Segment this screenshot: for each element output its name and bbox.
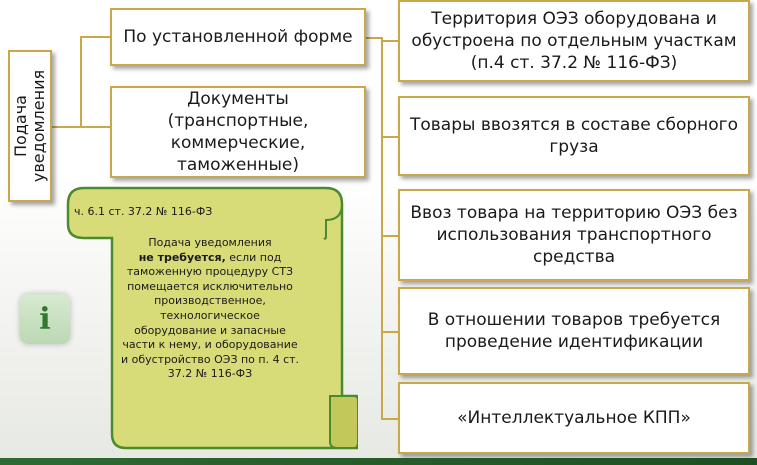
scroll-reference: ч. 6.1 ст. 37.2 № 116-ФЗ <box>74 205 213 218</box>
connector-line <box>381 136 398 138</box>
scroll-text-before: Подача уведомления <box>148 236 272 249</box>
condition-text: Ввоз товара на территорию ОЭЗ без исполь… <box>410 203 738 267</box>
scroll-text: Подача уведомления не требуется, если по… <box>120 236 300 382</box>
documents-box: Документы (транспортные, коммерческие, т… <box>110 86 366 178</box>
connector-line <box>366 37 382 39</box>
condition-box-no-vehicle: Ввоз товара на территорию ОЭЗ без исполь… <box>398 189 750 281</box>
info-icon-glyph: i <box>39 301 51 337</box>
connector-line <box>52 126 110 128</box>
condition-box-territory: Территория ОЭЗ оборудована и обустроена … <box>398 0 750 82</box>
connector-line <box>80 36 82 127</box>
submission-label-box: Подача уведомления <box>8 50 52 202</box>
connector-line <box>381 40 398 42</box>
connector-line <box>381 235 398 237</box>
condition-text: Территория ОЭЗ оборудована и обустроена … <box>411 9 737 73</box>
condition-text: В отношении товаров требуется проведение… <box>427 310 721 352</box>
connector-line <box>381 37 383 419</box>
connector-line <box>80 36 110 38</box>
documents-box-text: Документы (транспортные, коммерческие, т… <box>167 89 309 175</box>
condition-box-smart-checkpoint: «Интеллектуальное КПП» <box>398 382 750 454</box>
connector-line <box>381 418 398 420</box>
condition-text: «Интеллектуальное КПП» <box>457 408 691 428</box>
form-box: По установленной форме <box>110 8 366 66</box>
scroll-shape <box>66 186 358 450</box>
form-box-text: По установленной форме <box>123 27 353 47</box>
condition-box-consolidated-cargo: Товары ввозятся в составе сборного груза <box>398 96 750 176</box>
scroll-text-after: если под таможенную процедуру СТЗ помеща… <box>120 250 300 381</box>
connector-line <box>381 331 398 333</box>
submission-label: Подача уведомления <box>11 69 48 183</box>
info-icon: i <box>20 294 70 344</box>
bottom-bar <box>0 458 757 465</box>
condition-text: Товары ввозятся в составе сборного груза <box>409 115 738 157</box>
condition-box-identification: В отношении товаров требуется проведение… <box>398 287 750 375</box>
scroll-text-bold: не требуется, <box>138 250 226 264</box>
